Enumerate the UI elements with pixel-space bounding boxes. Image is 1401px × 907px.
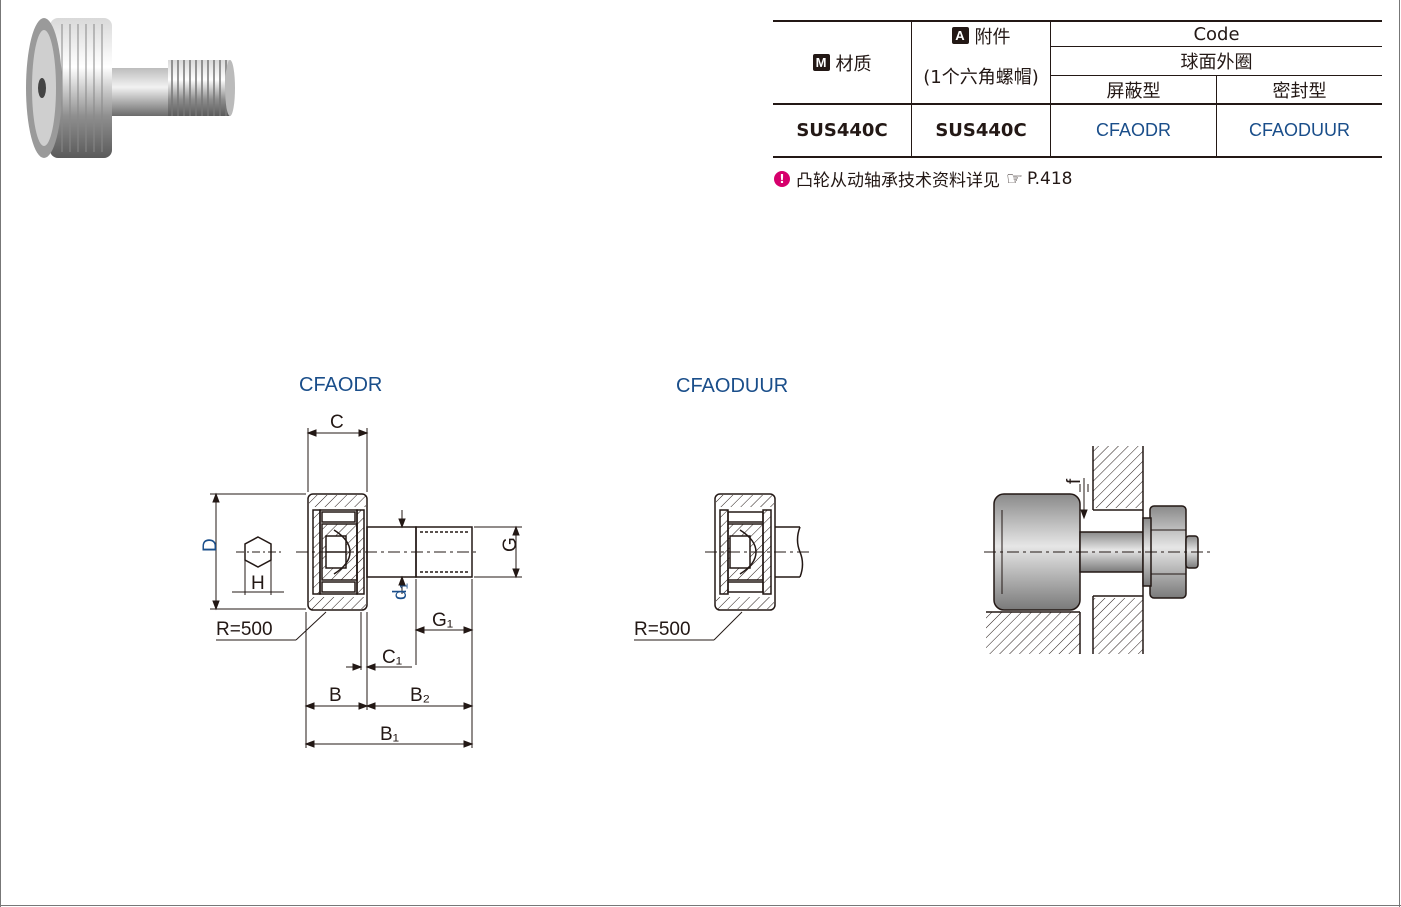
page-frame-bottom — [0, 905, 1401, 906]
dim-label-c1: C₁ — [382, 647, 402, 668]
radius-label-mid: R=500 — [634, 619, 691, 640]
accessory-header-label: 附件 — [974, 26, 1011, 48]
dim-label-d: D — [200, 538, 221, 552]
page-frame-right — [1399, 0, 1400, 907]
material-badge: M — [812, 54, 830, 71]
drawing-title-cfaodr: CFAODR — [299, 374, 383, 396]
drawing-title-cfaoduur: CFAODUUR — [676, 375, 789, 397]
dim-label-b1: B₁ — [380, 724, 399, 745]
pointing-hand-icon: ☞ — [1006, 167, 1024, 190]
dim-label-d1: d₁ — [390, 583, 411, 600]
tech-note: ! 凸轮从动轴承技术资料详见 ☞ P.418 — [774, 166, 1073, 191]
product-photo — [26, 18, 235, 158]
accessory-header: A 附件 — [912, 22, 1050, 49]
code-sub-header: 球面外圈 — [1180, 52, 1253, 73]
warning-icon: ! — [774, 170, 790, 187]
code-header: Code — [1193, 23, 1240, 45]
dim-label-b2: B₂ — [410, 685, 430, 706]
seal-type-header: 密封型 — [1272, 80, 1327, 102]
dim-label-g: G — [500, 537, 521, 552]
material-header: M 材质 — [773, 22, 911, 103]
accessory-value: SUS440C — [935, 120, 1027, 141]
shield-type-header: 屏蔽型 — [1106, 80, 1161, 102]
dim-label-h: H — [251, 573, 265, 594]
dim-label-g1: G₁ — [432, 610, 453, 631]
dim-label-c: C — [330, 412, 344, 433]
material-header-label: 材质 — [835, 53, 872, 75]
drawing-mounting — [986, 446, 1199, 654]
tech-note-text: 凸轮从动轴承技术资料详见 — [796, 171, 1000, 191]
tech-note-page[interactable]: P.418 — [1027, 168, 1073, 189]
accessory-sub-label: (1个六角螺帽) — [923, 67, 1039, 88]
accessory-badge: A — [951, 27, 969, 44]
code-seal-value: CFAODUUR — [1248, 120, 1350, 140]
code-shield-value: CFAODR — [1095, 120, 1171, 140]
spec-table: M 材质 A 附件 (1个六角螺帽) Code 球面外圈 屏蔽型 密封型 SUS… — [773, 20, 1382, 158]
radius-label-left: R=500 — [216, 619, 273, 640]
dim-label-f: f — [1064, 478, 1085, 484]
dim-label-b: B — [329, 685, 342, 706]
page-frame-left — [0, 0, 1, 907]
material-value: SUS440C — [796, 120, 888, 141]
